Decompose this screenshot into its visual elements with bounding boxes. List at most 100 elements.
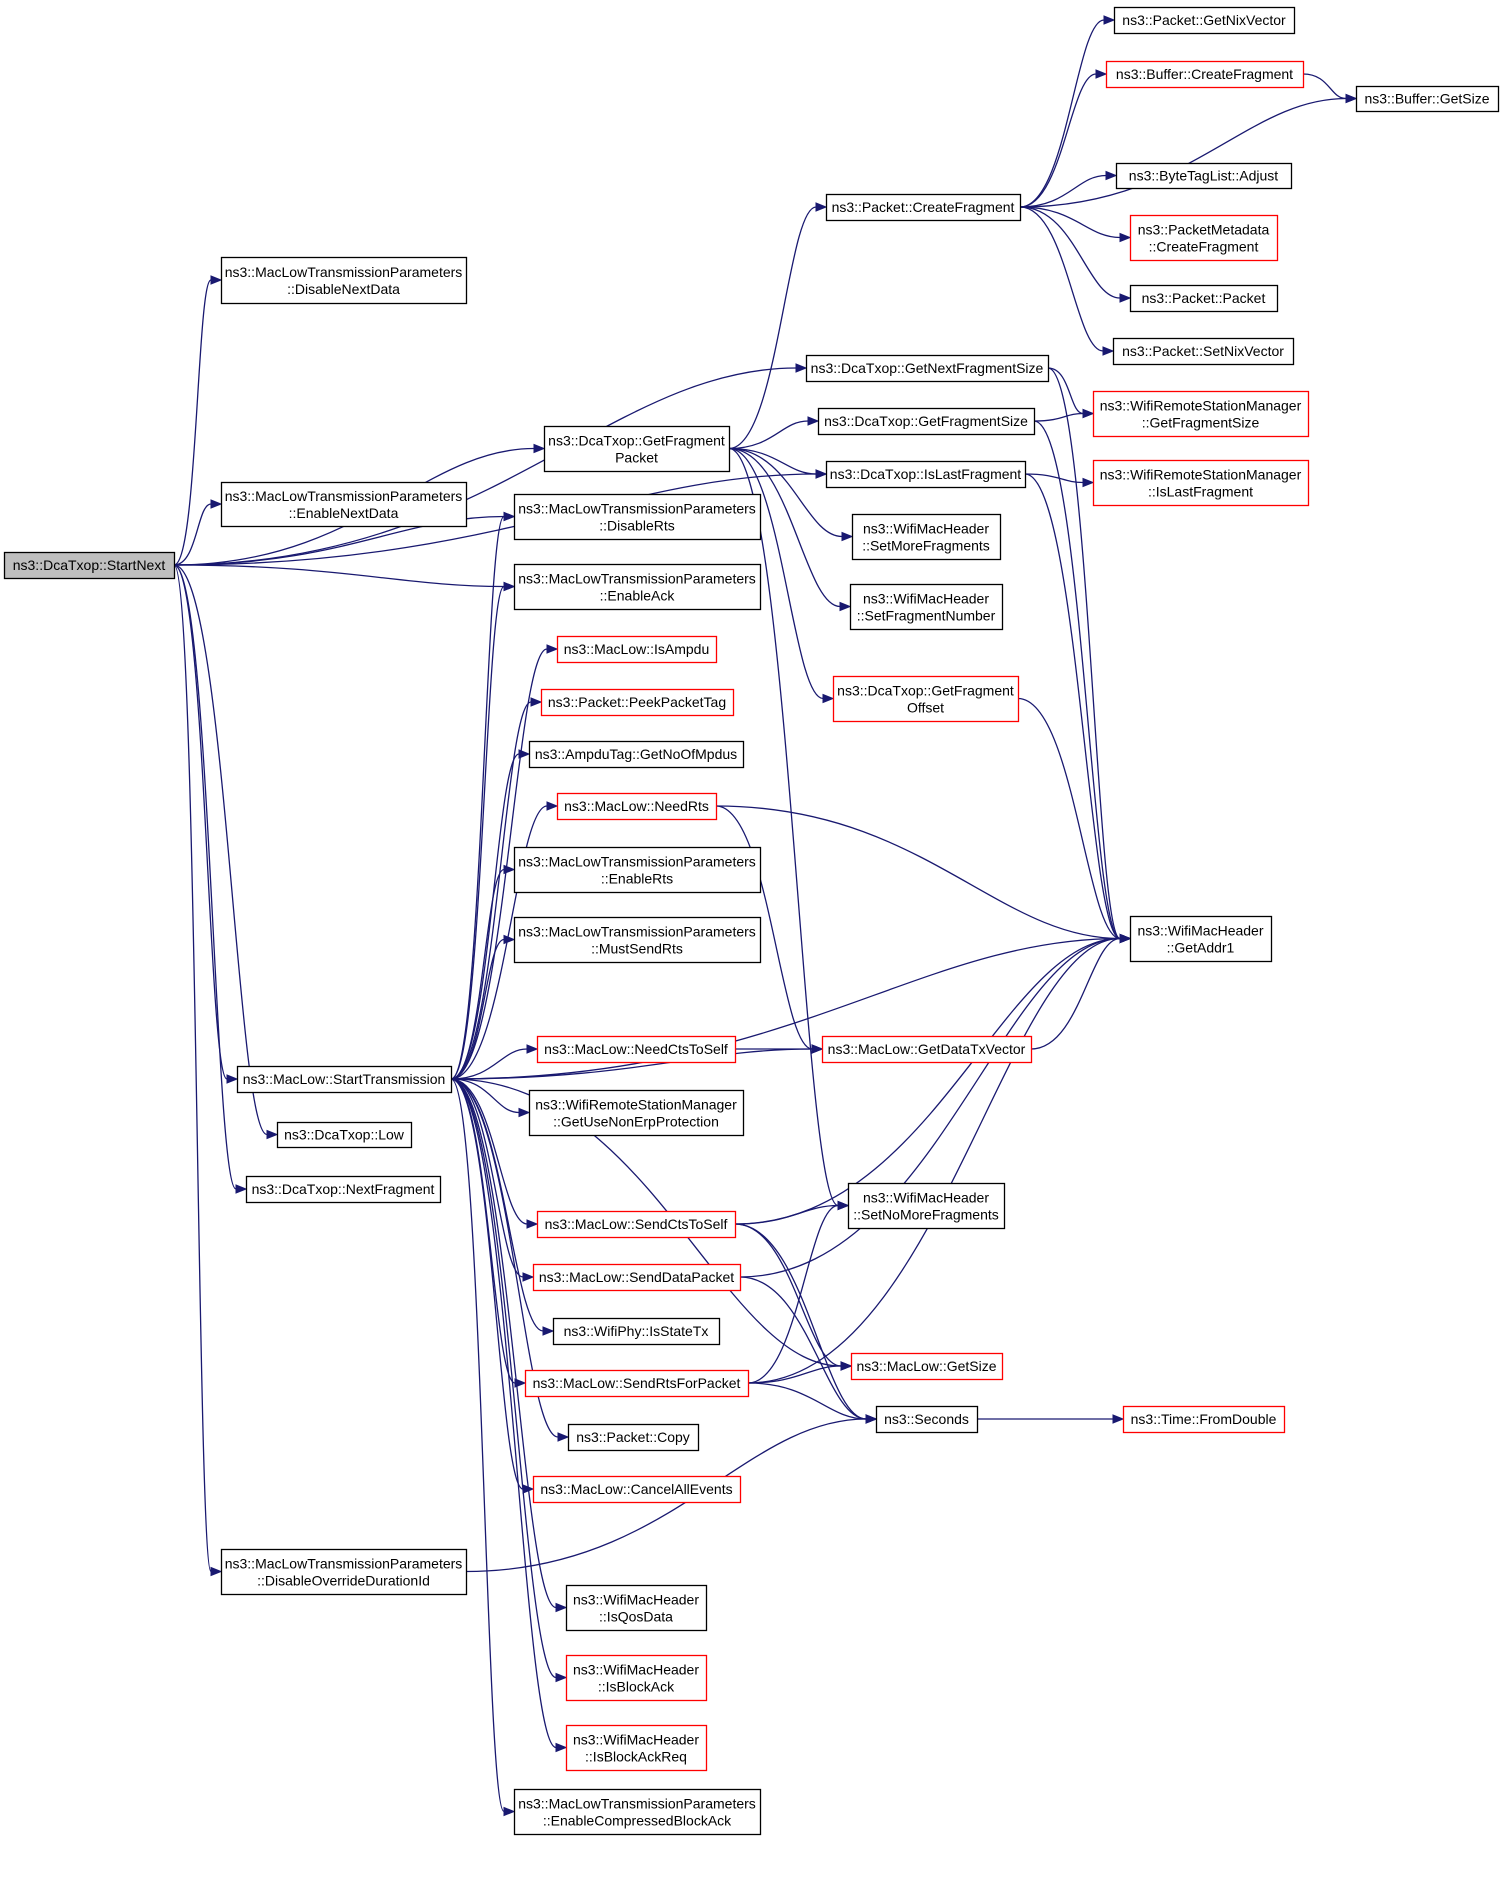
node-box xyxy=(850,1352,1004,1381)
node-buffer-get-size[interactable]: ns3::Buffer::GetSize xyxy=(1355,85,1500,113)
node-is-block-ack[interactable]: ns3::WifiMacHeader::IsBlockAck xyxy=(565,1654,708,1702)
node-wrsmis-last-fragment[interactable]: ns3::WifiRemoteStationManager::IsLastFra… xyxy=(1092,459,1310,507)
edge-buffer-create-fragment-to-buffer-get-size xyxy=(1302,73,1358,104)
node-mac-low-get-size[interactable]: ns3::MacLow::GetSize xyxy=(850,1352,1004,1381)
node-cancel-all-events[interactable]: ns3::MacLow::CancelAllEvents xyxy=(532,1475,742,1504)
node-start-next[interactable]: ns3::DcaTxop::StartNext xyxy=(3,551,176,580)
node-label: ::EnableAck xyxy=(600,588,676,604)
node-label: ns3::WifiMacHeader xyxy=(573,1592,699,1608)
node-must-send-rts[interactable]: ns3::MacLowTransmissionParameters::MustS… xyxy=(513,916,762,964)
node-next-fragment[interactable]: ns3::DcaTxop::NextFragment xyxy=(245,1175,442,1204)
node-is-last-fragment[interactable]: ns3::DcaTxop::IsLastFragment xyxy=(825,460,1027,489)
node-label: ns3::MacLow::CancelAllEvents xyxy=(540,1481,732,1497)
node-label: ::SetFragmentNumber xyxy=(857,608,996,624)
node-set-no-more-fragments[interactable]: ns3::WifiMacHeader::SetNoMoreFragments xyxy=(847,1182,1006,1230)
node-get-no-of-mpdus[interactable]: ns3::AmpduTag::GetNoOfMpdus xyxy=(528,740,745,769)
node-get-nix-vector[interactable]: ns3::Packet::GetNixVector xyxy=(1113,6,1296,35)
node-label: ns3::ByteTagList::Adjust xyxy=(1129,168,1279,184)
edge-send-rts-for-packet-to-set-no-more-fragments xyxy=(747,1200,850,1384)
node-label: ::GetAddr1 xyxy=(1167,940,1235,956)
node-disable-rts[interactable]: ns3::MacLowTransmissionParameters::Disab… xyxy=(513,493,762,541)
node-seconds[interactable]: ns3::Seconds xyxy=(875,1405,979,1434)
edge-send-cts-to-self-to-set-no-more-fragments xyxy=(734,1200,850,1225)
node-label: ns3::DcaTxop::Low xyxy=(284,1127,405,1143)
edge-create-fragment-to-buffer-create-fragment xyxy=(1019,69,1108,208)
edge-start-next-to-enable-ack xyxy=(173,564,516,592)
edge-start-next-to-low xyxy=(173,564,279,1140)
node-label: ns3::WifiRemoteStationManager xyxy=(1100,467,1302,483)
node-label: ns3::MacLow::SendCtsToSelf xyxy=(545,1216,728,1232)
node-send-rts-for-packet[interactable]: ns3::MacLow::SendRtsForPacket xyxy=(524,1369,750,1398)
node-packet-metadata-create-fragment[interactable]: ns3::PacketMetadata::CreateFragment xyxy=(1129,214,1279,262)
edge-get-next-fragment-size-to-get-addr1 xyxy=(1047,367,1132,944)
node-low[interactable]: ns3::DcaTxop::Low xyxy=(276,1121,413,1149)
node-is-state-tx[interactable]: ns3::WifiPhy::IsStateTx xyxy=(552,1317,721,1346)
node-box xyxy=(552,1317,721,1346)
edge-get-fragment-packet-to-get-fragment-offset xyxy=(728,447,835,704)
edge-get-fragment-packet-to-create-fragment xyxy=(728,202,828,450)
node-get-addr1[interactable]: ns3::WifiMacHeader::GetAddr1 xyxy=(1129,915,1273,963)
node-buffer-create-fragment[interactable]: ns3::Buffer::CreateFragment xyxy=(1105,60,1305,89)
node-is-ampdu[interactable]: ns3::MacLow::IsAmpdu xyxy=(556,635,718,664)
call-edges xyxy=(173,15,1358,1817)
node-get-next-fragment-size[interactable]: ns3::DcaTxop::GetNextFragmentSize xyxy=(805,354,1050,383)
node-label: ns3::MacLow::GetSize xyxy=(856,1358,996,1374)
node-label: ::SetNoMoreFragments xyxy=(853,1207,999,1223)
node-is-qos-data[interactable]: ns3::WifiMacHeader::IsQosData xyxy=(565,1584,708,1632)
node-enable-next-data[interactable]: ns3::MacLowTransmissionParameters::Enabl… xyxy=(220,481,468,528)
node-label: ns3::Packet::Packet xyxy=(1142,290,1266,306)
node-is-block-ack-req[interactable]: ns3::WifiMacHeader::IsBlockAckReq xyxy=(565,1724,708,1772)
node-disable-override-duration-id[interactable]: ns3::MacLowTransmissionParameters::Disab… xyxy=(220,1548,468,1596)
node-start-transmission[interactable]: ns3::MacLow::StartTransmission xyxy=(236,1065,453,1094)
edge-send-cts-to-self-to-seconds xyxy=(734,1223,878,1424)
node-box xyxy=(1092,459,1310,507)
node-box xyxy=(532,1475,742,1504)
edge-start-next-to-get-next-fragment-size xyxy=(173,363,808,566)
node-need-cts-to-self[interactable]: ns3::MacLow::NeedCtsToSelf xyxy=(536,1035,737,1064)
node-enable-rts[interactable]: ns3::MacLowTransmissionParameters::Enabl… xyxy=(513,846,762,894)
node-from-double[interactable]: ns3::Time::FromDouble xyxy=(1122,1405,1286,1434)
node-label: ns3::MacLow::SendDataPacket xyxy=(539,1269,734,1285)
node-label: ns3::MacLow::NeedCtsToSelf xyxy=(544,1041,728,1057)
node-packet-copy[interactable]: ns3::Packet::Copy xyxy=(567,1423,700,1452)
node-box xyxy=(276,1121,413,1149)
node-get-data-tx-vector[interactable]: ns3::MacLow::GetDataTxVector xyxy=(821,1035,1033,1064)
node-label: ns3::MacLowTransmissionParameters xyxy=(225,264,463,280)
node-set-more-fragments[interactable]: ns3::WifiMacHeader::SetMoreFragments xyxy=(851,513,1002,561)
node-send-data-packet[interactable]: ns3::MacLow::SendDataPacket xyxy=(532,1263,742,1292)
node-box xyxy=(540,688,735,717)
node-peek-packet-tag[interactable]: ns3::Packet::PeekPacketTag xyxy=(540,688,735,717)
node-label: ::IsBlockAck xyxy=(598,1679,675,1695)
node-send-cts-to-self[interactable]: ns3::MacLow::SendCtsToSelf xyxy=(536,1210,737,1239)
node-box xyxy=(1129,214,1279,262)
node-disable-next-data[interactable]: ns3::MacLowTransmissionParameters::Disab… xyxy=(220,256,468,305)
edge-start-transmission-to-peek-packet-tag xyxy=(450,697,543,1080)
node-byte-tag-list-adjust[interactable]: ns3::ByteTagList::Adjust xyxy=(1115,162,1293,190)
node-label: ns3::WifiMacHeader xyxy=(863,591,989,607)
edge-get-fragment-packet-to-set-no-more-fragments xyxy=(728,447,850,1211)
edge-get-fragment-size-to-wrsmget-fragment-size xyxy=(1033,408,1095,422)
node-packet-packet[interactable]: ns3::Packet::Packet xyxy=(1129,284,1279,313)
node-enable-ack[interactable]: ns3::MacLowTransmissionParameters::Enabl… xyxy=(513,563,762,611)
node-label: ns3::WifiMacHeader xyxy=(863,1190,989,1206)
node-label: ns3::Packet::PeekPacketTag xyxy=(548,694,726,710)
node-create-fragment[interactable]: ns3::Packet::CreateFragment xyxy=(825,193,1022,222)
node-label: ns3::MacLowTransmissionParameters xyxy=(225,488,463,504)
node-label: ns3::MacLow::StartTransmission xyxy=(243,1071,446,1087)
node-get-use-non-erp-protection[interactable]: ns3::WifiRemoteStationManager::GetUseNon… xyxy=(528,1089,745,1137)
node-label: ::DisableRts xyxy=(599,518,674,534)
node-enable-compressed-block-ack[interactable]: ns3::MacLowTransmissionParameters::Enabl… xyxy=(513,1788,762,1836)
node-box xyxy=(851,513,1002,561)
edge-need-cts-to-self-to-get-data-tx-vector xyxy=(735,1044,824,1054)
node-label: ns3::MacLowTransmissionParameters xyxy=(518,1796,756,1812)
node-get-fragment-size[interactable]: ns3::DcaTxop::GetFragmentSize xyxy=(817,407,1036,436)
node-set-nix-vector[interactable]: ns3::Packet::SetNixVector xyxy=(1112,337,1295,366)
node-need-rts[interactable]: ns3::MacLow::NeedRts xyxy=(556,792,718,821)
node-wrsmget-fragment-size[interactable]: ns3::WifiRemoteStationManager::GetFragme… xyxy=(1092,390,1310,438)
node-box xyxy=(513,846,762,894)
edge-create-fragment-to-packet-metadata-create-fragment xyxy=(1019,206,1132,243)
node-set-fragment-number[interactable]: ns3::WifiMacHeader::SetFragmentNumber xyxy=(849,583,1004,631)
